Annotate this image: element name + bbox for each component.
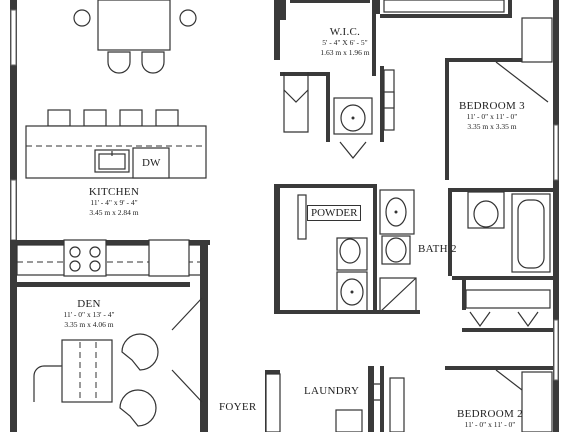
walk-in-closet [280, 0, 376, 133]
powder-label: POWDER [307, 205, 362, 221]
bedroom2-dims-imperial: 11' - 0" x 11' - 0" [464, 420, 516, 429]
den-name: DEN [77, 298, 101, 310]
bedroom2-bed [445, 366, 553, 432]
powder-room [280, 184, 420, 314]
foyer-label: FOYER [219, 401, 257, 413]
den-label: DEN 11' - 0" x 13' - 4" 3.35 m x 4.06 m [44, 298, 134, 330]
den-dims-metric: 3.35 m x 4.06 m [64, 320, 114, 329]
bedroom2-label: BEDROOM 2 11' - 0" x 11' - 0" [450, 408, 530, 430]
bedroom3-name: BEDROOM 3 [459, 100, 525, 112]
east-exterior-wall [553, 0, 559, 432]
den-furniture [33, 297, 203, 427]
bedroom3-dims-metric: 3.35 m x 3.35 m [467, 122, 517, 131]
dishwasher-label: DW [142, 157, 161, 169]
wic-dims-imperial: 5' - 4" X 6' - 5" [322, 38, 368, 47]
bedroom2-name: BEDROOM 2 [457, 408, 523, 420]
kitchen-counter [10, 239, 210, 432]
den-north-wall [10, 282, 190, 287]
ensuite-bath [326, 66, 395, 159]
den-dims-imperial: 11' - 0" x 13' - 4" [63, 310, 115, 319]
corridor-wall [274, 0, 280, 60]
laundry-room [265, 366, 405, 432]
laundry-label: LAUNDRY [304, 385, 360, 397]
dining-table [73, 0, 197, 74]
bedroom3-bed [495, 17, 553, 103]
wic-dims-metric: 1.63 m x 1.96 m [320, 48, 370, 57]
window [553, 124, 559, 181]
kitchen-dims-metric: 3.45 m x 2.84 m [89, 208, 139, 217]
bath-2 [448, 188, 553, 280]
window [10, 9, 17, 66]
corridor-wall [274, 184, 280, 314]
closet-strip [376, 0, 545, 180]
wic-name: W.I.C. [329, 26, 361, 38]
kitchen-label: KITCHEN 11' - 4" x 9' - 4" 3.45 m x 2.84… [64, 186, 164, 218]
window [553, 319, 559, 381]
bath2-label: BATH 2 [418, 243, 457, 255]
kitchen-dims-imperial: 11' - 4" x 9' - 4" [90, 198, 138, 207]
hall-closet [462, 280, 553, 332]
kitchen-name: KITCHEN [88, 186, 140, 198]
wic-label: W.I.C. 5' - 4" X 6' - 5" 1.63 m x 1.96 m [300, 26, 390, 58]
kitchen-island [25, 109, 207, 179]
bedroom3-label: BEDROOM 3 11' - 0" x 11' - 0" 3.35 m x 3… [452, 100, 532, 132]
window [10, 179, 17, 241]
bedroom3-dims-imperial: 11' - 0" x 11' - 0" [466, 112, 518, 121]
